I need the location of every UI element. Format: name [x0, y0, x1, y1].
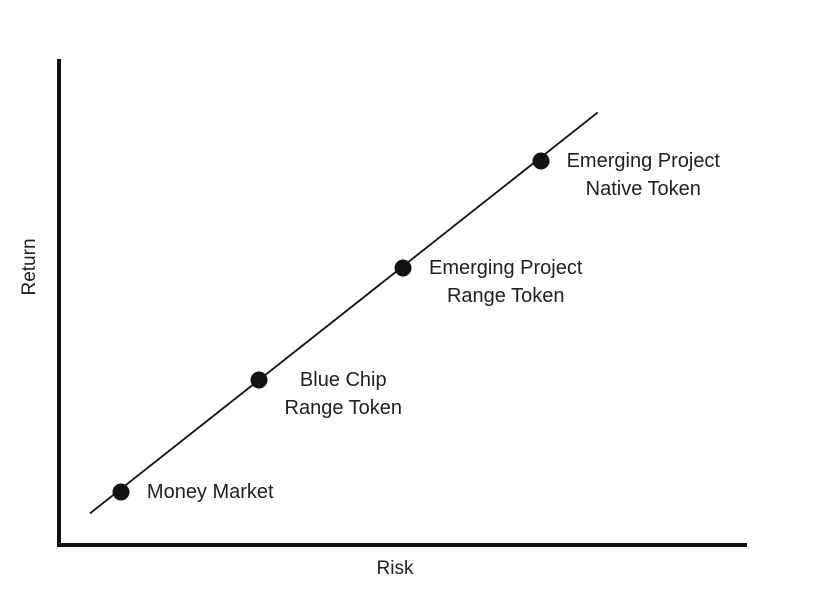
data-point-label-emerging-project-range-token: Emerging Project Range Token	[429, 254, 582, 310]
x-axis-line	[57, 543, 747, 547]
x-axis-label: Risk	[376, 558, 414, 579]
data-point-dot-emerging-project-native-token	[532, 152, 550, 170]
label-line: Money Market	[146, 480, 274, 503]
label-line: Blue Chip	[299, 368, 387, 391]
label-line: Range Token	[446, 284, 565, 307]
label-line: Emerging Project	[566, 150, 720, 173]
label-line: Range Token	[284, 396, 403, 419]
data-point-label-money-market: Money Market	[147, 478, 274, 506]
y-axis-line	[57, 59, 61, 547]
data-point-dot-emerging-project-range-token	[394, 259, 412, 277]
data-point-label-emerging-project-native-token: Emerging Project Native Token	[567, 147, 720, 203]
data-point-dot-blue-chip-range-token	[250, 371, 268, 389]
data-point-label-blue-chip-range-token: Blue Chip Range Token	[285, 366, 403, 422]
data-point-dot-money-market	[112, 483, 130, 501]
label-line: Emerging Project	[429, 256, 583, 279]
label-line: Native Token	[585, 178, 701, 201]
